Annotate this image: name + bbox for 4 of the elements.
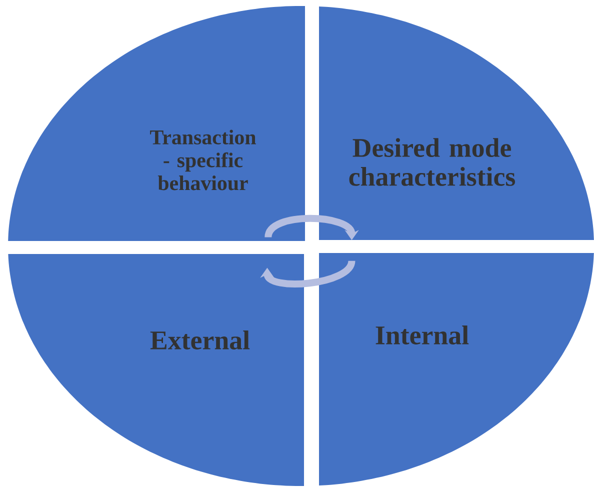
quadrant-label: Transaction - specific behaviour [150,130,256,190]
quadrant-label: Desired mode characteristics [349,138,516,186]
quadrant-label: Internal [376,326,469,344]
quadrant-label: External [150,330,250,350]
